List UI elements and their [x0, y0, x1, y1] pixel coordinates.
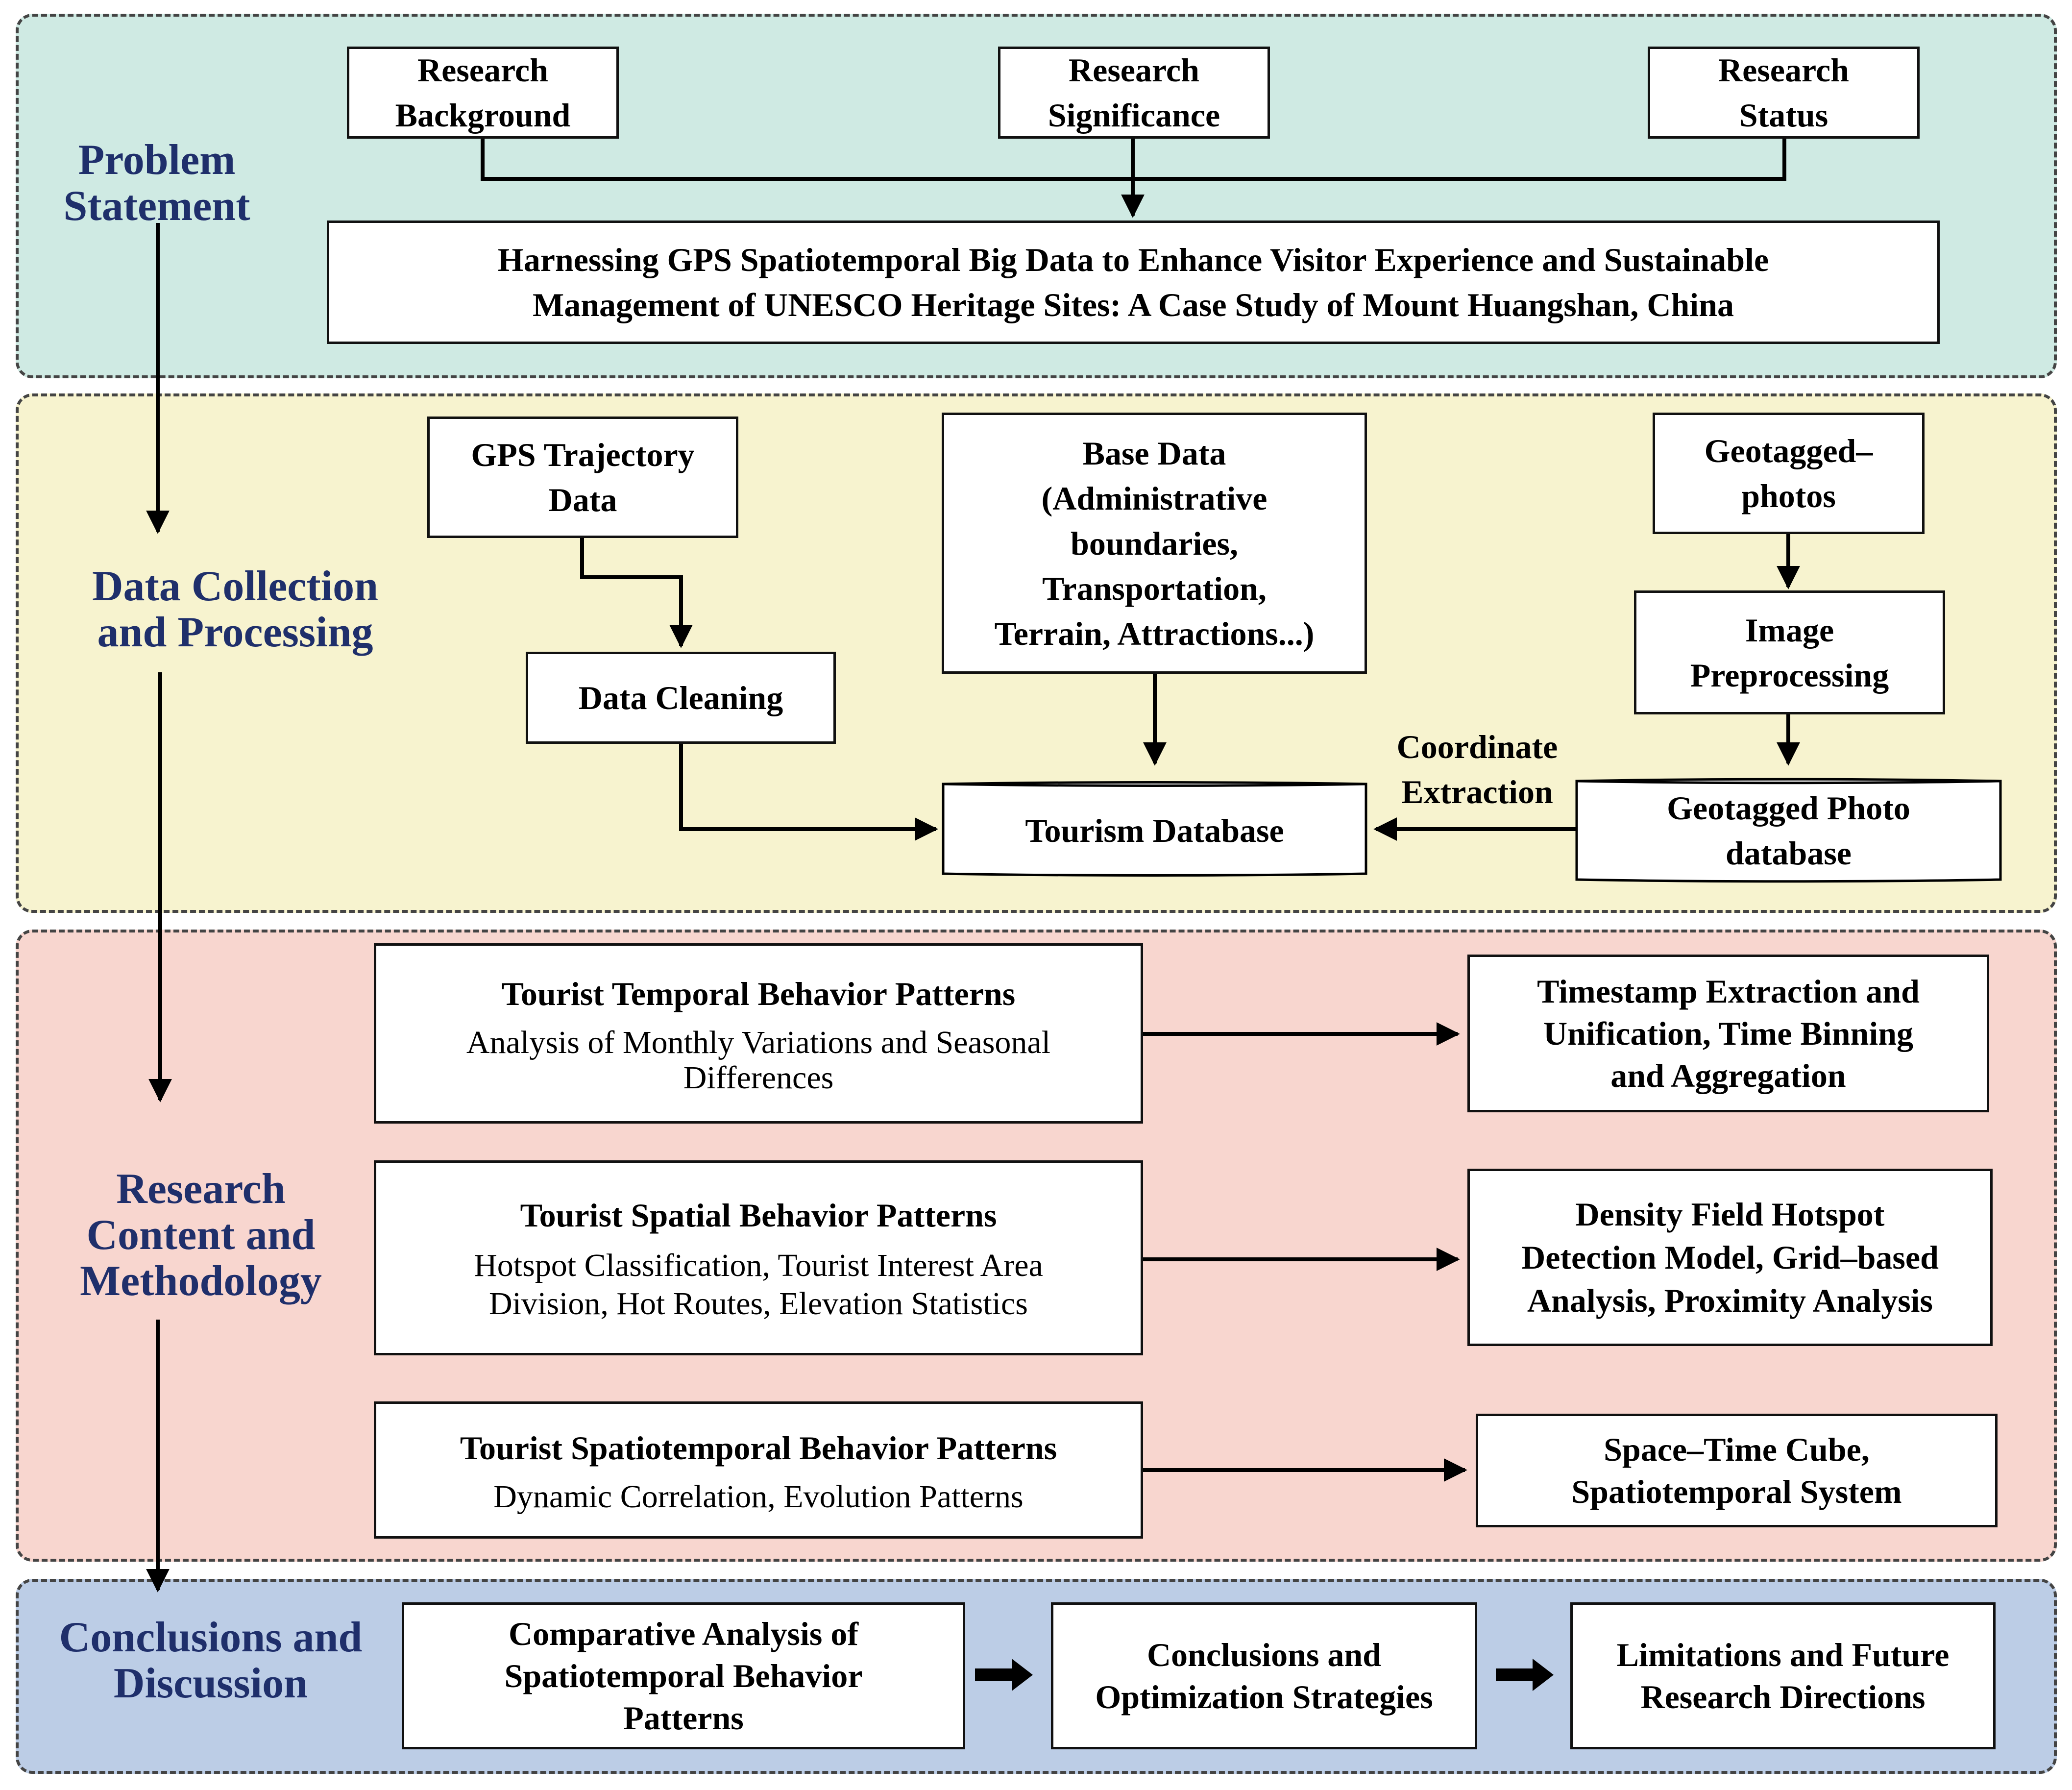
- tourism-database-cylinder: [942, 781, 1367, 877]
- stage-label-problem: Problem Statement: [63, 136, 250, 230]
- tourism-database-label: Tourism Database: [1025, 812, 1284, 849]
- photo-database-label: Geotagged Photo database: [1667, 789, 1910, 872]
- comparative-analysis-box: Comparative Analysis of Spatiotemporal B…: [402, 1602, 965, 1749]
- spatiotemporal-method-box: Space–Time Cube, Spatiotemporal System: [1476, 1414, 1998, 1527]
- block-arrow-1: [975, 1659, 1033, 1691]
- spatial-patterns-box: Tourist Spatial Behavior Patterns Hotspo…: [374, 1160, 1143, 1355]
- temporal-patterns-box: Tourist Temporal Behavior Patterns Analy…: [374, 943, 1143, 1124]
- gps-trajectory-box: GPS Trajectory Data: [427, 417, 738, 538]
- optimization-strategies-box: Conclusions and Optimization Strategies: [1051, 1602, 1477, 1749]
- research-significance-box: Research Significance: [998, 47, 1270, 139]
- block-arrow-2: [1496, 1659, 1554, 1691]
- temporal-method-box: Timestamp Extraction and Unification, Ti…: [1467, 955, 1989, 1112]
- base-data-box: Base Data (Administrative boundaries, Tr…: [942, 413, 1367, 674]
- research-title-box: Harnessing GPS Spatiotemporal Big Data t…: [327, 221, 1940, 344]
- research-background-box: Research Background: [347, 47, 619, 139]
- coordinate-extraction-label: Coordinate Extraction: [1396, 728, 1558, 810]
- geotagged-photos-box: Geotagged– photos: [1653, 413, 1925, 534]
- future-directions-box: Limitations and Future Research Directio…: [1570, 1602, 1996, 1749]
- image-preprocessing-box: Image Preprocessing: [1634, 590, 1945, 714]
- arrow-cleaning-to-db: [679, 744, 938, 841]
- arrow-gps-to-cleaning: [580, 538, 693, 648]
- spatiotemporal-patterns-box: Tourist Spatiotemporal Behavior Patterns…: [374, 1401, 1143, 1539]
- photo-database-cylinder: [1575, 778, 2002, 883]
- stage-label-research: Research Content and Methodology: [80, 1165, 322, 1305]
- spatial-method-box: Density Field Hotspot Detection Model, G…: [1467, 1169, 1993, 1346]
- stage-label-data: Data Collection and Processing: [92, 563, 379, 656]
- stage-label-conclusion: Conclusions and Discussion: [59, 1614, 363, 1707]
- research-status-box: Research Status: [1648, 47, 1920, 139]
- data-cleaning-box: Data Cleaning: [526, 652, 836, 744]
